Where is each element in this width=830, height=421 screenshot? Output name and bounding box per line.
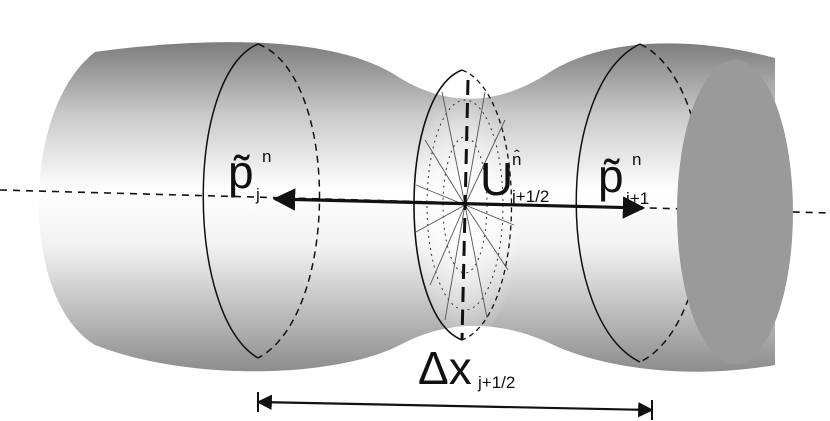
u-subscript: j+1/2 [511, 187, 549, 206]
p-left-subscript: j [255, 185, 260, 204]
right-section-back [639, 43, 705, 363]
label-p-left: p̃ n j [228, 146, 271, 204]
u-superscript: n̂ [512, 149, 521, 169]
delta-x-dimension [256, 392, 654, 420]
throat-back-ring [461, 69, 513, 341]
label-u-mid: U n̂ j+1/2 [480, 149, 549, 206]
throat-vertical-axis [460, 79, 470, 341]
flux-arrow [272, 188, 646, 219]
end-cap [677, 60, 793, 364]
left-section-front [202, 43, 259, 359]
label-p-right: p̃ n j+1 [598, 150, 649, 208]
p-left-main: p̃ [228, 146, 254, 198]
label-delta-x: Δx j+1/2 [418, 342, 515, 394]
delta-x-main: Δx [418, 342, 472, 394]
u-main: U [480, 153, 513, 205]
p-right-subscript: j+1 [625, 189, 649, 208]
p-left-superscript: n [262, 147, 271, 166]
p-right-superscript: n [632, 150, 641, 169]
tube-body [38, 42, 775, 372]
delta-x-subscript: j+1/2 [477, 373, 515, 392]
p-right-main: p̃ [598, 150, 624, 202]
